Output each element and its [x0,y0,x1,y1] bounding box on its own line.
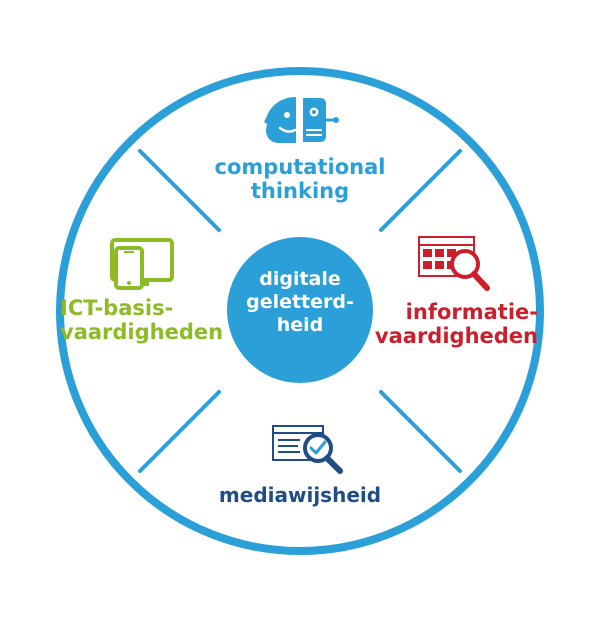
divider-top-left [138,149,221,232]
table-magnifier-icon [418,236,490,291]
divider-bottom-left [138,390,221,473]
center-label: digitale geletterd- heid [228,268,372,338]
label-mediawijsheid: mediawijsheid [150,483,450,507]
label-informatievaardigheden: informatie- vaardigheden [358,300,538,348]
informatie-line1: informatie- [405,300,538,324]
ict-line2: vaardigheden [60,319,224,344]
divider-top-right [379,149,462,232]
label-ict-basisvaardigheden: ICT-basis- vaardigheden [60,296,240,344]
divider-bottom-right [379,390,462,473]
outer-ring [56,67,544,555]
center-circle [227,237,373,383]
ict-line1: ICT-basis- [60,296,174,320]
tablet-phone-icon [110,238,174,290]
informatie-line2: vaardigheden [374,323,538,348]
center-line1: digitale [259,268,341,290]
center-line2: geletterd- [246,291,354,314]
computational-line2: thinking [250,178,350,203]
robot-face-icon [264,97,339,143]
computational-line1: computational [214,155,386,179]
label-computational-thinking: computational thinking [150,155,450,203]
center-line3: heid [276,314,324,337]
media-line1: mediawijsheid [218,483,382,507]
document-check-magnifier-icon [272,425,343,474]
